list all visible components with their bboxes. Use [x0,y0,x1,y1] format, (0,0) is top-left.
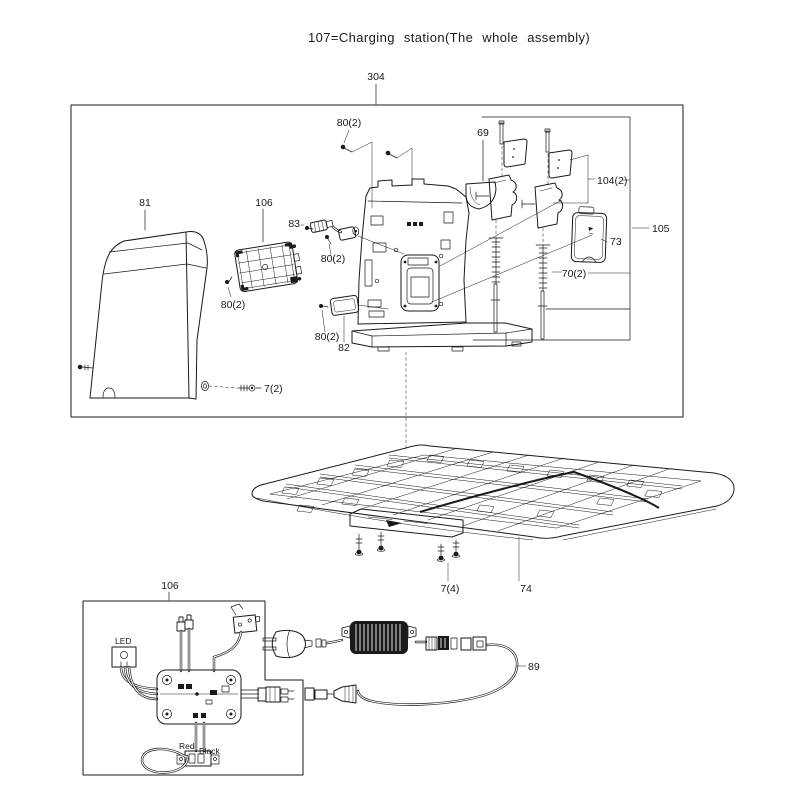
screw-left-of-cover [77,364,94,371]
wiring-box-106: 106 LED [82,580,304,776]
pcb-output-connector [257,686,295,703]
label-74: 74 [520,583,532,595]
adapter-brick [341,621,417,654]
label-83: 83 [288,218,300,230]
label-70-2: 70(2) [562,268,587,280]
dc-connectors [304,684,357,704]
part-82-plate: 80(2) 82 [315,295,389,354]
part-89-power-adapter: 89 [262,621,540,706]
label-80-low: 80(2) [315,331,340,343]
label-106-panel: 106 [255,197,273,209]
label-73: 73 [610,236,622,248]
part-74-base-plate: 7(4) 74 [251,444,735,595]
screw-80-under-83: 80(2) [321,235,346,265]
label-7-4: 7(4) [441,583,460,595]
bracket-105-group [472,116,631,341]
label-304: 304 [367,71,385,105]
label-red: Red [179,741,195,751]
label-81: 81 [139,197,151,209]
label-led: LED [115,636,132,646]
plate-tabs [281,454,663,518]
label-82: 82 [338,342,350,354]
label-106-box: 106 [161,580,179,592]
part-106-panel: 106 80(2) [221,197,302,311]
svg-text:304: 304 [367,71,385,83]
main-assembly-frame [70,104,684,418]
label-69: 69 [477,127,489,139]
screw-80-panel: 80(2) [221,276,246,311]
charging-station-body [351,178,533,449]
inline-connectors [425,636,487,651]
label-89: 89 [528,661,540,673]
top-connectors [176,614,194,632]
label-80-mid: 80(2) [321,253,346,265]
led-indicator: LED [111,636,137,668]
pcb-board [156,669,242,725]
right-parts-group: 69 70(2) 104(2) [431,120,670,340]
diagram-title: 107=Charging station(The whole assembly) [308,30,590,45]
label-104-2: 104(2) [597,175,627,187]
ac-plug [262,629,327,659]
part-81-cover: 81 7(2) [77,197,283,400]
screws-7-4 [355,531,460,562]
label-80-panel: 80(2) [221,299,246,311]
label-7-2: 7(2) [264,383,283,395]
part-83-connector: 83 80(2) [288,218,405,265]
label-80-top: 80(2) [337,117,362,129]
micro-switch [230,603,261,634]
label-105: 105 [652,223,670,235]
screws-80-top: 80(2) [337,117,413,209]
grommet-and-screw-7-2: 7(2) [201,381,283,395]
